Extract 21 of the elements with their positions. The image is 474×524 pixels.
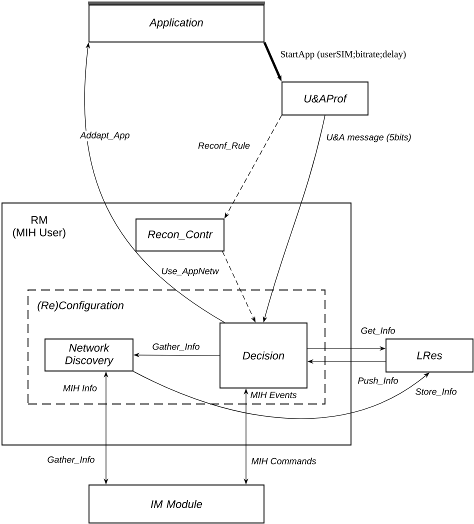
edge-label: Gather_Info (151, 342, 201, 352)
edge-label: Gather_Info (46, 455, 96, 465)
edge-label: Reconf_Rule (196, 141, 252, 151)
edge-label: StartApp (userSIM;bitrate;delay) (279, 50, 408, 60)
signal-label: MIH Events (249, 390, 298, 400)
edge-label: Use_AppNetw (160, 266, 220, 278)
process-box: IM Module (88, 484, 264, 524)
process-box: U&AProf (282, 82, 368, 116)
signal-label: MIH Info (62, 384, 98, 392)
process-box: Application (88, 2, 265, 42)
process-box: Decision (220, 322, 308, 388)
process-box: Recon_Contr (136, 218, 224, 252)
arrow (133, 371, 430, 419)
edge-label: U&A message (5bits) (325, 132, 412, 144)
edge-label: Store_Info (414, 387, 458, 397)
edge-label: MIH Commands (250, 456, 318, 466)
process-box: LRes (386, 338, 474, 372)
edge-label: Get_Info (360, 326, 396, 336)
edge-label: Addapt_App (79, 130, 131, 142)
process-box: Network Discovery (44, 338, 134, 372)
edge-label: Push_Info (356, 376, 400, 386)
